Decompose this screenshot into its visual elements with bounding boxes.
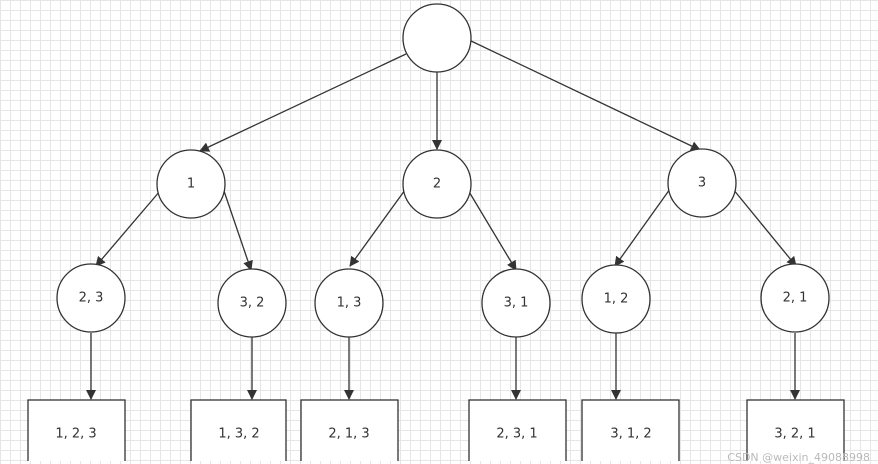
tree-node-2-label: 2 — [433, 177, 441, 192]
tree-node-31 — [481, 268, 551, 338]
leaf-box-321-label: 3, 2, 1 — [774, 427, 815, 442]
leaf-box-231-label: 2, 3, 1 — [496, 427, 537, 442]
watermark-text: CSDN @weixin_49088998 — [727, 451, 870, 464]
leaf-nodes: 1, 2, 3 1, 3, 2 2, 1, 3 2, 3, 1 3, 1, 2 … — [27, 399, 845, 461]
leaf-box-312-label: 3, 1, 2 — [610, 427, 651, 442]
tree-node-21 — [760, 263, 830, 333]
tree-node-3-label: 3 — [698, 176, 706, 191]
tree-node-32-label: 3, 2 — [240, 296, 265, 311]
leaf-box-213 — [300, 399, 399, 461]
tree-node-2 — [402, 149, 472, 219]
edges — [86, 39, 800, 400]
leaf-box-213-label: 2, 1, 3 — [328, 427, 369, 442]
tree-node-23 — [56, 263, 126, 333]
tree-node-13-label: 1, 3 — [337, 296, 362, 311]
tree-node-12 — [581, 264, 651, 334]
edge-2-to-13 — [349, 189, 406, 267]
leaf-box-123 — [27, 399, 126, 461]
edge-1-to-32 — [223, 190, 253, 271]
edge-root-to-1 — [199, 53, 407, 152]
tree-node-32 — [217, 268, 287, 338]
tree-node-12-label: 1, 2 — [604, 292, 629, 307]
leaf-box-132-label: 1, 3, 2 — [218, 427, 259, 442]
tree-node-21-label: 2, 1 — [783, 291, 808, 306]
tree-node-1-label: 1 — [187, 177, 195, 192]
tree-node-3 — [667, 148, 737, 218]
edge-3-to-12 — [614, 188, 671, 267]
edge-3-to-21 — [732, 188, 797, 267]
level1-nodes: 1 2 3 — [156, 148, 737, 219]
tree-node-23-label: 2, 3 — [79, 291, 104, 306]
edge-1-to-23 — [95, 190, 161, 267]
root-node — [402, 3, 472, 73]
leaf-box-123-label: 1, 2, 3 — [55, 427, 96, 442]
edge-root-to-3 — [468, 39, 701, 151]
tree-node-13 — [314, 268, 384, 338]
tree-node-1 — [156, 149, 226, 219]
leaf-box-312 — [581, 399, 680, 461]
leaf-box-321 — [746, 399, 845, 461]
level2-nodes: 2, 3 3, 2 1, 3 3, 1 1, 2 2, 1 — [56, 263, 830, 338]
edge-2-to-31 — [467, 189, 517, 271]
leaf-box-231 — [468, 399, 567, 461]
tree-node-31-label: 3, 1 — [504, 296, 529, 311]
leaf-box-132 — [190, 399, 287, 461]
